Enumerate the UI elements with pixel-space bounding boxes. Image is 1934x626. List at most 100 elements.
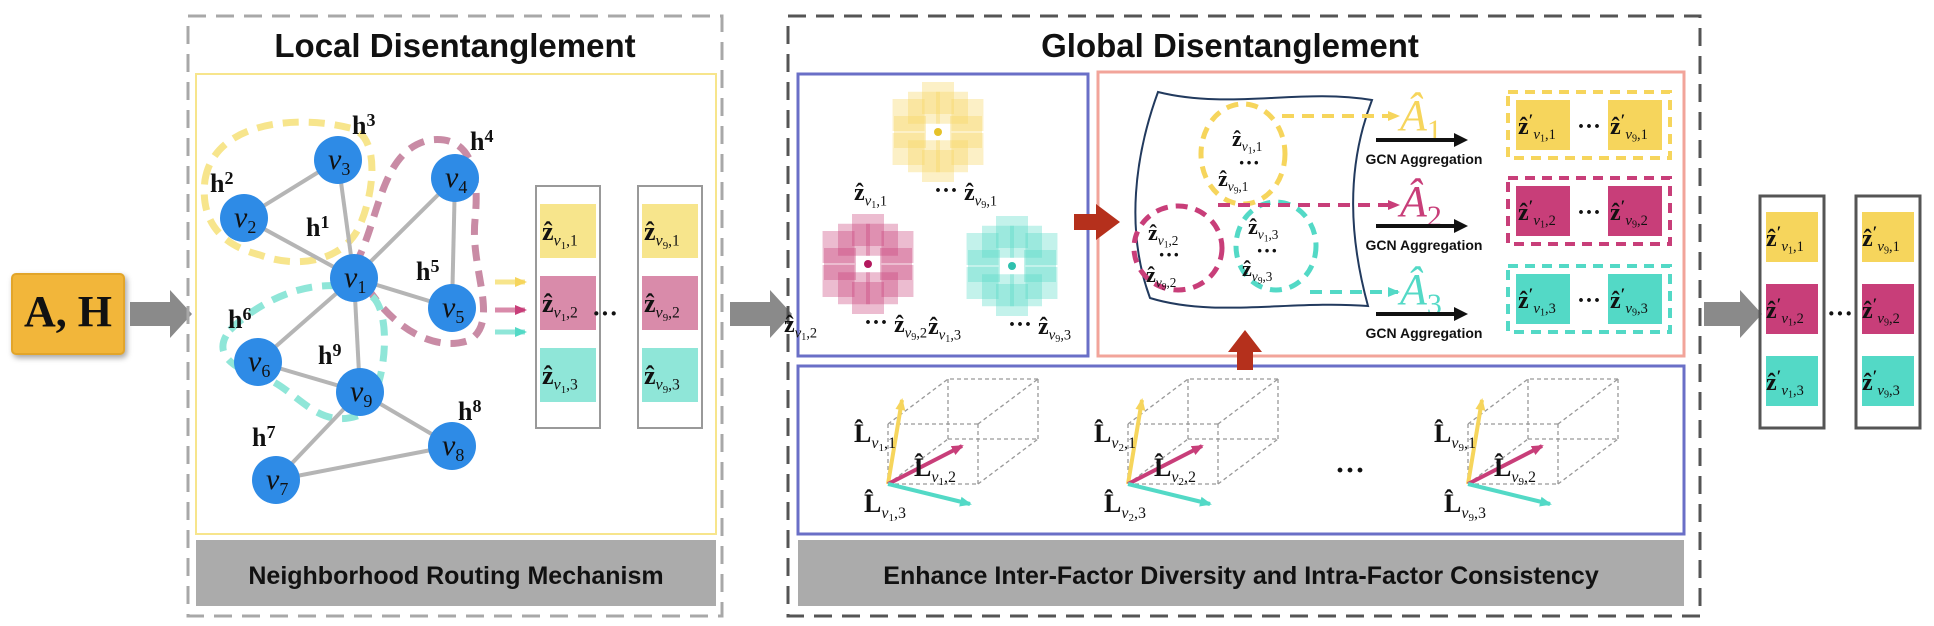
basis-group-9: L̂v9,1L̂v9,2L̂v9,3 <box>1434 378 1619 524</box>
manifold-ellipsis: ··· <box>1256 238 1278 263</box>
z-label: ẑv1,2 <box>784 312 817 343</box>
gcn-output-cell <box>1608 274 1662 324</box>
z-label: ẑ′v9,2 <box>1610 197 1648 231</box>
cluster-square <box>838 223 870 256</box>
basis-vector-2 <box>1467 444 1544 486</box>
cluster-square <box>1025 233 1058 265</box>
basis-vector-3 <box>1467 482 1552 507</box>
cube-edge <box>1127 378 1189 425</box>
cluster-square <box>892 99 925 131</box>
z-label: ẑv9,2 <box>894 312 927 343</box>
local-factor-cell <box>642 276 698 330</box>
z-label: ẑ′v1,3 <box>1766 367 1804 401</box>
global-caption: Enhance Inter-Factor Diversity and Intra… <box>883 562 1599 590</box>
cluster-square <box>951 99 984 131</box>
output-factor-cell <box>1766 212 1818 262</box>
z-label: ẑv9,2 <box>1146 262 1176 291</box>
local-factor-cell <box>642 348 698 402</box>
basis-ellipsis: ··· <box>1335 454 1365 487</box>
z-label: ẑv1,1 <box>854 180 887 211</box>
local-factor-cell <box>540 276 596 330</box>
basis-group-1: L̂v1,1L̂v1,2L̂v1,3 <box>854 378 1039 524</box>
output-vector-frame <box>1854 194 1922 430</box>
graph-node-v8 <box>428 422 476 470</box>
basis-label: L̂v2,1 <box>1094 419 1136 454</box>
local-ellipsis: ··· <box>592 299 618 328</box>
z-label: ẑv1,2 <box>1148 220 1178 249</box>
cluster-square <box>950 116 982 148</box>
hidden-feature-label: h1 <box>306 212 329 242</box>
cluster-square <box>866 272 898 305</box>
factor-basis-groups: L̂v1,1L̂v1,2L̂v1,3L̂v2,1L̂v2,2L̂v2,3L̂v9… <box>854 378 1619 524</box>
basis-label: L̂v1,1 <box>854 419 896 454</box>
cluster-square <box>881 231 914 263</box>
local-vector-frame <box>535 185 601 429</box>
arrow-local-to-global <box>730 290 792 338</box>
graph-node-v9 <box>336 368 384 416</box>
node-label: v4 <box>445 161 467 197</box>
local-panel: Local Disentanglement Neighborhood Routi… <box>186 14 724 618</box>
graph-edges <box>242 158 457 482</box>
hidden-feature-label: h9 <box>318 340 341 370</box>
basis-group-2: L̂v2,1L̂v2,2L̂v2,3 <box>1094 378 1279 524</box>
z-label: ẑv9,1 <box>1218 166 1248 195</box>
z-label: ẑ′v1,3 <box>1518 285 1556 319</box>
node-label: v2 <box>234 201 256 237</box>
cluster-center <box>1008 262 1016 270</box>
gcn-output-cell <box>1516 100 1570 150</box>
cluster-square <box>996 216 1028 248</box>
cluster-square <box>922 150 954 182</box>
gcn-output-ellipsis: ··· <box>1577 114 1601 140</box>
hidden-feature-label: h5 <box>416 256 439 286</box>
cluster-square <box>894 116 926 148</box>
arrow-input-to-local <box>130 290 192 338</box>
node-label: v6 <box>248 345 270 381</box>
gcn-output-cell <box>1608 100 1662 150</box>
input-label: A, H <box>24 287 112 336</box>
cluster-square <box>982 274 1014 307</box>
cluster-center <box>864 260 872 268</box>
cluster-square <box>908 91 940 124</box>
manifold-ellipsis: ··· <box>1158 242 1180 267</box>
hidden-feature-label: h6 <box>228 304 251 334</box>
graph-node-v5 <box>428 284 476 332</box>
cluster-square <box>822 265 855 297</box>
cluster-square <box>881 265 914 297</box>
node-label: v7 <box>266 463 288 499</box>
cluster-square <box>908 140 940 173</box>
cluster-square <box>1024 250 1056 282</box>
cube-edge <box>1557 438 1619 485</box>
z-label: ẑv1,2 <box>542 289 578 324</box>
hidden-feature-label: h7 <box>252 422 275 452</box>
graph-node-v7 <box>252 456 300 504</box>
hidden-feature-label: h2 <box>210 168 233 198</box>
z-label: ẑv9,1 <box>644 217 680 252</box>
input-node: A, H <box>11 273 125 355</box>
hidden-feature-label: h8 <box>458 396 481 426</box>
global-panel: Global Disentanglement Enhance Inter-Fac… <box>786 14 1702 618</box>
cube-edge <box>1467 378 1529 425</box>
basis-label: L̂v1,2 <box>914 453 956 488</box>
arrow-clusters-to-manifold <box>1074 204 1120 240</box>
basis-vector-1 <box>1466 398 1486 485</box>
graph-edge <box>275 444 453 482</box>
arrow-global-to-output <box>1704 290 1762 338</box>
cluster-square <box>852 214 884 246</box>
z-label: ẑ′v9,1 <box>1862 223 1900 257</box>
cluster-square <box>968 250 1000 282</box>
gcn-output-frame <box>1506 264 1672 334</box>
node-label: v5 <box>442 291 464 327</box>
basis-vector-3 <box>1127 482 1212 507</box>
output-factor-cell <box>1766 284 1818 334</box>
gcn-label: GCN Aggregation <box>1366 325 1483 341</box>
z-label: ẑ′v1,1 <box>1766 223 1804 257</box>
z-label: ẑv1,3 <box>928 314 961 345</box>
cluster-square <box>951 133 984 165</box>
graph-node-v4 <box>431 154 479 202</box>
z-label: ẑv9,3 <box>644 361 680 396</box>
cluster-ellipsis: ··· <box>864 310 888 336</box>
z-label: ẑ′v9,3 <box>1610 285 1648 319</box>
manifold-ellipsis: ··· <box>1238 150 1260 175</box>
local-vector-frame <box>637 185 703 429</box>
cube-edge <box>887 438 949 485</box>
